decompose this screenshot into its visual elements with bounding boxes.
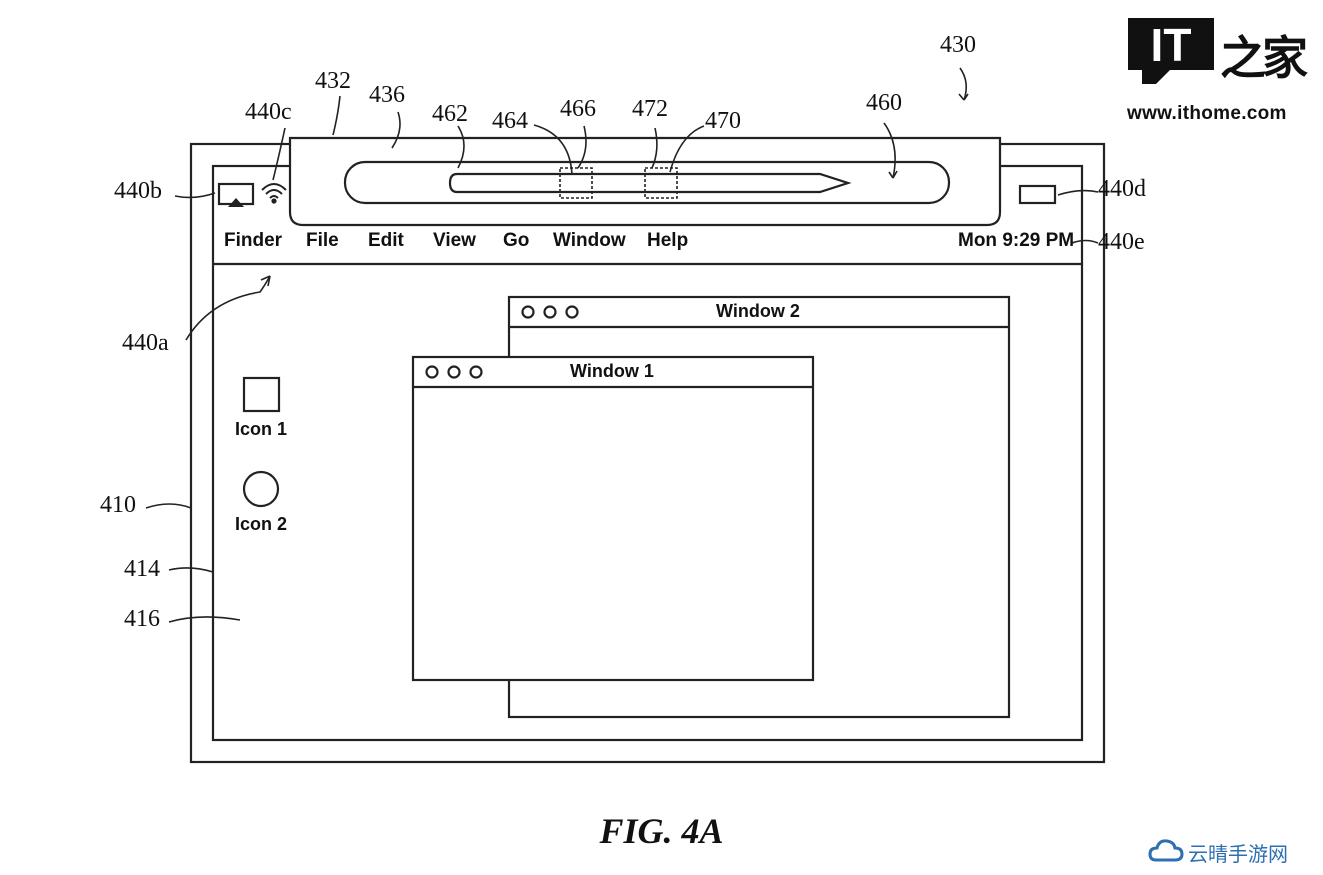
window-2-zoom-button[interactable]: [565, 305, 579, 319]
window-1-minimize-button[interactable]: [447, 365, 461, 379]
ref-460: 460: [866, 90, 902, 116]
airplay-triangle-icon: [228, 198, 244, 207]
ithome-logo-letters: IT: [1151, 19, 1192, 71]
ithome-logo-icon: IT: [1128, 18, 1214, 84]
menu-bar-clock: Mon 9:29 PM: [958, 230, 1075, 251]
ref-466: 466: [560, 96, 596, 122]
ref-440d: 440d: [1098, 176, 1146, 202]
ref-414: 414: [124, 556, 160, 582]
ref-440b: 440b: [114, 178, 162, 204]
ithome-url: www.ithome.com: [1127, 103, 1287, 124]
icon-1-square-icon[interactable]: [242, 376, 281, 413]
window-1-close-button[interactable]: [425, 365, 439, 379]
marker-472-470: [644, 167, 678, 199]
ref-440c: 440c: [245, 99, 292, 125]
cloud-logo-icon: [1148, 839, 1184, 862]
ref-472: 472: [632, 96, 668, 122]
pencil-slot[interactable]: [343, 160, 951, 205]
window-1-frame[interactable]: [411, 355, 815, 682]
ref-410: 410: [100, 492, 136, 518]
menu-item-file[interactable]: File: [306, 230, 339, 251]
ref-430: 430: [940, 32, 976, 58]
ref-432: 432: [315, 68, 351, 94]
figure-caption: FIG. 4A: [599, 811, 724, 851]
menu-item-window[interactable]: Window: [553, 230, 626, 251]
window-2-minimize-button[interactable]: [543, 305, 557, 319]
window-2-close-button[interactable]: [521, 305, 535, 319]
window-2-title: Window 2: [716, 301, 800, 321]
menu-item-go[interactable]: Go: [503, 230, 530, 251]
ref-440e: 440e: [1098, 229, 1145, 255]
pencil-body: [448, 172, 852, 194]
ref-470: 470: [705, 108, 741, 134]
menu-item-view[interactable]: View: [433, 230, 476, 251]
menu-item-finder[interactable]: Finder: [224, 230, 283, 251]
ref-440a: 440a: [122, 330, 169, 356]
marker-464-466: [559, 167, 593, 199]
ithome-logo-cn: 之家: [1220, 31, 1308, 85]
window-1-title: Window 1: [570, 361, 654, 381]
menu-item-edit[interactable]: Edit: [368, 230, 404, 251]
ref-464: 464: [492, 108, 528, 134]
battery-icon[interactable]: [1018, 184, 1057, 205]
wifi-icon[interactable]: [261, 183, 287, 204]
leader-lines: [145, 67, 1099, 623]
corner-watermark-text: 云晴手游网: [1188, 842, 1288, 866]
ref-462: 462: [432, 101, 468, 127]
window-1-zoom-button[interactable]: [469, 365, 483, 379]
icon-1-label: Icon 1: [235, 419, 288, 439]
icon-2-circle-icon[interactable]: [242, 470, 280, 508]
ref-436: 436: [369, 82, 405, 108]
menu-item-help[interactable]: Help: [647, 230, 689, 251]
ref-416: 416: [124, 606, 160, 632]
icon-2-label: Icon 2: [235, 514, 288, 534]
